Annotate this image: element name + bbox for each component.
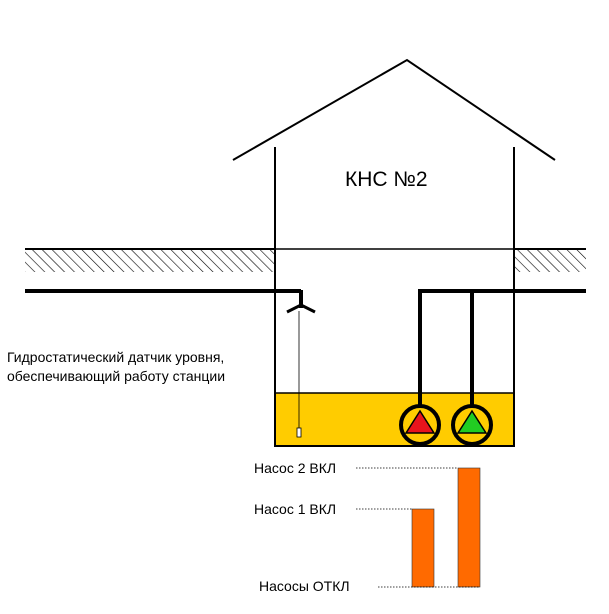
sensor-caption-line2: обеспечивающий работу станции xyxy=(7,368,225,384)
pump1-on-label: Насос 1 ВКЛ xyxy=(254,501,336,517)
station-roof xyxy=(232,58,556,161)
pump-2 xyxy=(451,404,493,446)
pump-1 xyxy=(399,404,441,446)
pump-1-level-bar xyxy=(411,508,435,588)
level-sensor-icon xyxy=(296,427,302,438)
pump2-on-label: Насос 2 ВКЛ xyxy=(254,460,336,476)
inlet-outlet-right xyxy=(300,303,316,314)
ground-hatch-left xyxy=(25,249,275,272)
sensor-caption-line1: Гидростатический датчик уровня, xyxy=(7,349,224,365)
station-title: КНС №2 xyxy=(345,168,428,191)
pump-2-status-icon xyxy=(456,409,488,434)
pumps-off-label: Насосы ОТКЛ xyxy=(259,578,350,594)
ground-hatch-right xyxy=(514,249,586,272)
station-walls xyxy=(274,147,515,447)
inlet-outlet-left xyxy=(286,303,302,314)
pump-2-level-bar xyxy=(457,467,481,588)
pump-1-status-icon xyxy=(404,409,436,434)
